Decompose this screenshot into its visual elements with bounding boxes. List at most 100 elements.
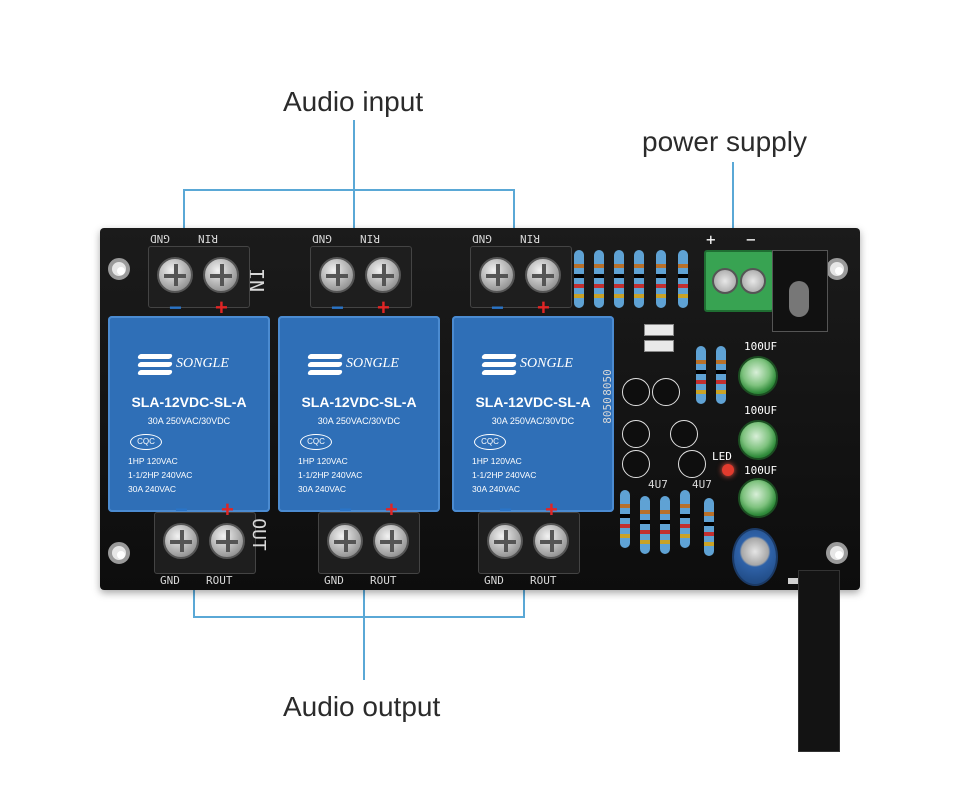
polarity-plus: + — [215, 295, 228, 320]
relay-line1: 1HP 120VAC — [128, 456, 178, 466]
input-terminal-3[interactable]: − + — [470, 246, 572, 319]
relay-cert: CQC — [300, 434, 332, 450]
diode — [644, 340, 674, 352]
screw[interactable] — [479, 257, 515, 293]
relay-3: SONGLE SLA-12VDC-SL-A 30A 250VAC/30VDC C… — [452, 316, 614, 512]
capacitor — [738, 356, 778, 396]
mounting-hole — [108, 258, 130, 280]
power-minus-mark: − — [746, 230, 756, 249]
polarity-plus: + — [385, 497, 398, 522]
silk-gnd-out-3: GND — [484, 574, 504, 587]
resistor — [594, 250, 604, 308]
songle-logo-icon — [481, 354, 517, 376]
screw[interactable] — [740, 268, 766, 294]
relay-brand: SONGLE — [176, 356, 229, 371]
screw[interactable] — [203, 257, 239, 293]
relay-line2: 1-1/2HP 240VAC — [298, 470, 363, 480]
resistor — [678, 250, 688, 308]
output-terminal-3[interactable]: − + — [478, 499, 580, 574]
polarity-minus: − — [169, 295, 182, 320]
screw[interactable] — [157, 257, 193, 293]
relay-rating: 30A 250VAC/30VDC — [491, 416, 575, 426]
transistor — [622, 450, 650, 478]
relay-line2: 1-1/2HP 240VAC — [128, 470, 193, 480]
screw[interactable] — [327, 523, 363, 559]
screw[interactable] — [525, 257, 561, 293]
voltage-regulator — [772, 250, 828, 332]
polarity-minus: − — [499, 497, 512, 522]
resistor — [660, 496, 670, 554]
silk-rout-2: ROUT — [370, 574, 397, 587]
silk-gnd-out-1: GND — [160, 574, 180, 587]
resistor — [634, 250, 644, 308]
screw[interactable] — [533, 523, 569, 559]
silk-rout-3: ROUT — [530, 574, 557, 587]
screw[interactable] — [209, 523, 245, 559]
transistor — [622, 420, 650, 448]
mounting-hole — [826, 542, 848, 564]
relay-brand: SONGLE — [346, 356, 399, 371]
resistor — [704, 498, 714, 556]
resistor — [640, 496, 650, 554]
relay-model: SLA-12VDC-SL-A — [131, 394, 247, 410]
audio-input-label: Audio input — [283, 86, 424, 117]
screw[interactable] — [163, 523, 199, 559]
resistor — [716, 346, 726, 404]
silk-out: OUT — [247, 518, 269, 551]
relay-line3: 30A 240VAC — [472, 484, 521, 494]
songle-logo-icon — [137, 354, 173, 376]
screw[interactable] — [365, 257, 401, 293]
transistor-label: 8050 — [600, 369, 614, 396]
cap-label: 100UF — [744, 404, 778, 417]
resistor — [680, 490, 690, 548]
resistor — [696, 346, 706, 404]
diode — [644, 324, 674, 336]
silk-gnd-1: GND — [150, 232, 170, 245]
silk-gnd-2: GND — [312, 232, 332, 245]
polarity-plus: + — [377, 295, 390, 320]
songle-logo-icon — [307, 354, 343, 376]
input-terminal-2[interactable]: − + — [310, 246, 412, 319]
transistor-label: 4U7 — [692, 478, 712, 491]
capacitor — [738, 420, 778, 460]
relay-cert: CQC — [474, 434, 506, 450]
polarity-minus: − — [491, 295, 504, 320]
relay-model: SLA-12VDC-SL-A — [475, 394, 591, 410]
blue-capacitor — [732, 528, 778, 586]
silk-gnd-out-2: GND — [324, 574, 344, 587]
led-indicator — [722, 464, 734, 476]
screw[interactable] — [487, 523, 523, 559]
relay-rating: 30A 250VAC/30VDC — [317, 416, 401, 426]
polarity-plus: + — [537, 295, 550, 320]
output-terminal-1[interactable]: − + — [154, 499, 256, 574]
cap-label: 100UF — [744, 464, 778, 477]
mounting-hole — [826, 258, 848, 280]
silk-rout-1: ROUT — [206, 574, 233, 587]
polarity-plus: + — [545, 497, 558, 522]
screw[interactable] — [373, 523, 409, 559]
relay-board: GND RIN GND RIN GND RIN IN − + − + − + S… — [100, 228, 860, 752]
input-terminal-1[interactable]: − + — [148, 246, 250, 319]
output-terminal-2[interactable]: − + — [318, 499, 420, 574]
screw[interactable] — [319, 257, 355, 293]
capacitor — [738, 478, 778, 518]
power-supply-label: power supply — [642, 126, 807, 157]
resistor — [574, 250, 584, 308]
transistor — [622, 378, 650, 406]
screw[interactable] — [712, 268, 738, 294]
power-terminal[interactable] — [704, 250, 774, 312]
polarity-minus: − — [331, 295, 344, 320]
polarity-minus: − — [339, 497, 352, 522]
transistor-label: 4U7 — [648, 478, 668, 491]
relay-cert: CQC — [130, 434, 162, 450]
relay-model: SLA-12VDC-SL-A — [301, 394, 417, 410]
transistor — [652, 378, 680, 406]
resistor — [656, 250, 666, 308]
transistor-label: 8050 — [600, 397, 614, 424]
relay-brand: SONGLE — [520, 356, 573, 371]
resistor — [614, 250, 624, 308]
polarity-minus: − — [175, 497, 188, 522]
relay-line1: 1HP 120VAC — [472, 456, 522, 466]
led-label: LED — [712, 450, 732, 463]
relay-1: SONGLE SLA-12VDC-SL-A 30A 250VAC/30VDC C… — [108, 316, 270, 512]
